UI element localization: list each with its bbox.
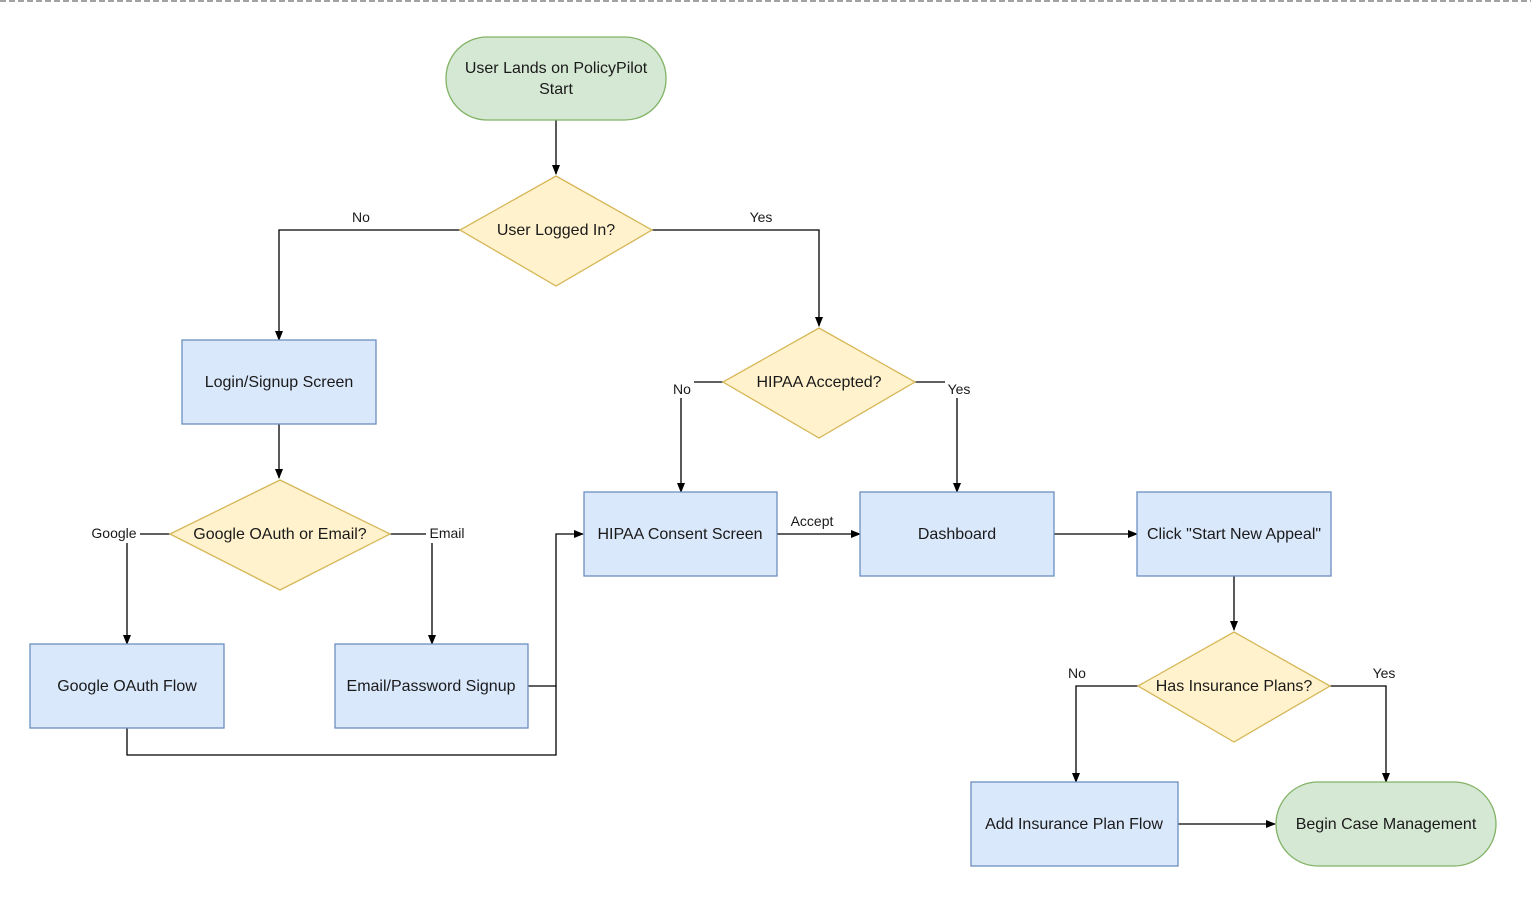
add-insurance-label: Add Insurance Plan Flow — [985, 816, 1163, 833]
start-new-appeal-label: Click "Start New Appeal" — [1147, 526, 1321, 543]
hipaa-accepted-label: HIPAA Accepted? — [756, 374, 881, 391]
start-label-line2: Start — [539, 81, 573, 98]
edge-label-bg — [945, 380, 973, 398]
google-oauth-flow-label: Google OAuth Flow — [57, 678, 197, 695]
node-hipaa-consent: HIPAA Consent Screen — [583, 491, 778, 577]
node-start: User Lands on PolicyPilot Start — [445, 36, 667, 121]
process-shape — [583, 491, 778, 577]
edge-method-google — [123, 533, 170, 645]
node-hipaa-accepted: HIPAA Accepted? — [721, 327, 917, 439]
edge-label-bg — [426, 525, 468, 543]
edge-method-email — [390, 533, 436, 645]
node-has-insurance: Has Insurance Plans? — [1136, 631, 1332, 743]
node-begin-case: Begin Case Management — [1275, 781, 1497, 867]
node-dashboard: Dashboard — [859, 491, 1055, 577]
edge-label-bg — [670, 380, 694, 398]
edge-label-bg — [740, 208, 782, 226]
decision-shape — [1136, 631, 1332, 743]
node-add-insurance: Add Insurance Plan Flow — [970, 781, 1179, 867]
node-login-signup: Login/Signup Screen — [181, 339, 377, 425]
login-signup-label: Login/Signup Screen — [205, 374, 354, 391]
node-user-logged-in: User Logged In? — [458, 175, 654, 287]
email-signup-label: Email/Password Signup — [347, 678, 516, 695]
node-start-new-appeal: Click "Start New Appeal" — [1136, 491, 1332, 577]
edge-label-hipaa-no: No — [673, 381, 691, 397]
has-insurance-label: Has Insurance Plans? — [1156, 678, 1313, 695]
edge-label-method-email: Email — [429, 525, 464, 541]
node-email-signup: Email/Password Signup — [334, 643, 529, 729]
node-google-oauth-flow: Google OAuth Flow — [29, 643, 225, 729]
edge-label-bg — [342, 208, 380, 226]
decision-shape — [168, 479, 392, 591]
edge-insurance-no — [1072, 685, 1138, 783]
edge-insurance-yes — [1330, 685, 1390, 783]
edge-label-logged-in-no: No — [352, 209, 370, 225]
edge-labels-group: No Yes Google Email No Yes Accept No Yes — [88, 208, 1395, 681]
edge-logged-in-yes — [652, 229, 823, 327]
edge-label-method-google: Google — [91, 525, 136, 541]
edge-label-insurance-no: No — [1068, 665, 1086, 681]
node-oauth-or-email: Google OAuth or Email? — [168, 479, 392, 591]
edge-hipaa-no — [677, 381, 723, 493]
start-label-line1: User Lands on PolicyPilot — [465, 60, 648, 77]
edge-label-consent-accept: Accept — [791, 513, 834, 529]
decision-shape — [458, 175, 654, 287]
hipaa-consent-label: HIPAA Consent Screen — [597, 526, 762, 543]
start-terminal-shape — [445, 36, 667, 121]
edge-label-insurance-yes: Yes — [1373, 665, 1396, 681]
user-logged-in-label: User Logged In? — [497, 222, 615, 239]
edge-label-logged-in-yes: Yes — [750, 209, 773, 225]
process-shape — [29, 643, 225, 729]
edge-label-bg — [88, 525, 140, 543]
process-shape — [859, 491, 1055, 577]
process-shape — [970, 781, 1179, 867]
edge-label-hipaa-yes: Yes — [948, 381, 971, 397]
edge-google-to-consent — [126, 686, 557, 756]
process-shape — [334, 643, 529, 729]
edge-hipaa-yes — [915, 381, 961, 493]
end-terminal-shape — [1275, 781, 1497, 867]
decision-shape — [721, 327, 917, 439]
begin-case-label: Begin Case Management — [1296, 816, 1477, 833]
process-shape — [181, 339, 377, 425]
oauth-or-email-label: Google OAuth or Email? — [193, 526, 367, 543]
edge-logged-in-no — [275, 229, 460, 341]
edge-email-to-consent — [528, 530, 584, 687]
dashboard-label: Dashboard — [918, 526, 996, 543]
process-shape — [1136, 491, 1332, 577]
